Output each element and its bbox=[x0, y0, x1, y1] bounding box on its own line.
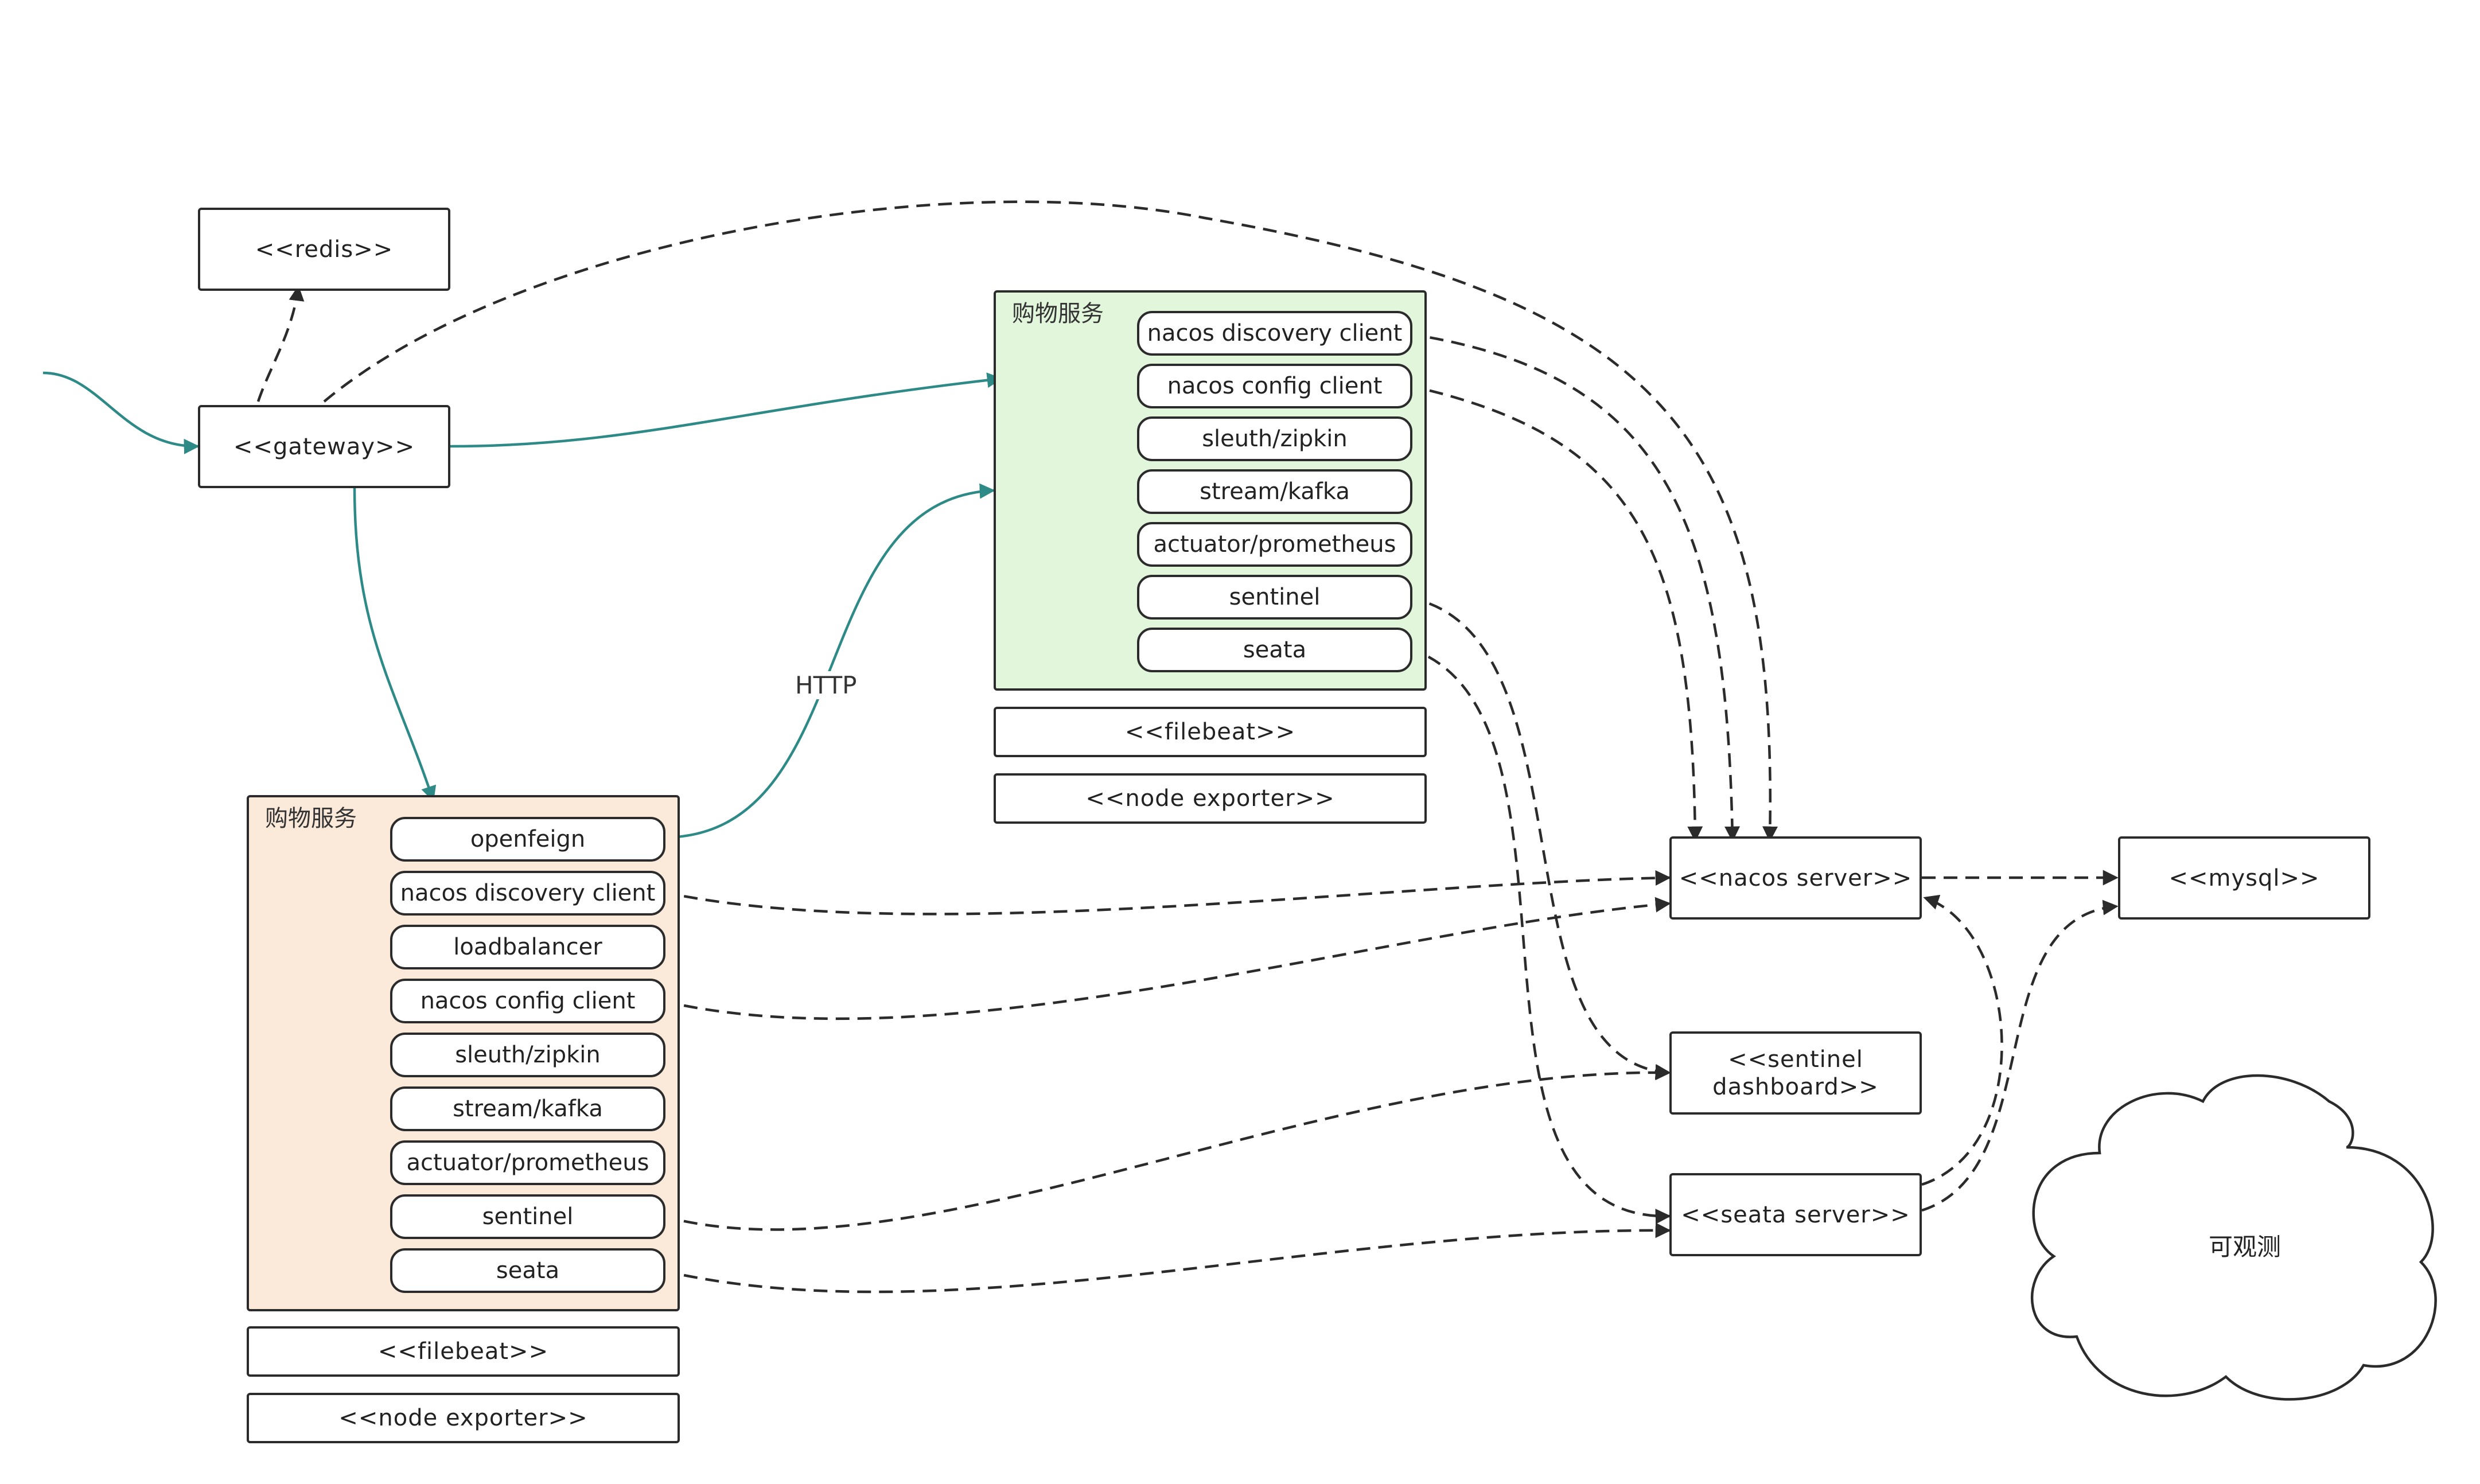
top-component-0[interactable]: nacos discovery client bbox=[1137, 311, 1412, 356]
edge-ingress-to-gateway bbox=[42, 371, 200, 454]
edge-gateway-to-bottom-service bbox=[353, 487, 437, 802]
top-component-3[interactable]: stream/kafka bbox=[1137, 469, 1412, 514]
edge-top-discovery-to-nacos bbox=[1408, 332, 1741, 842]
mysql-label: <<mysql>> bbox=[2168, 864, 2320, 891]
bottom-component-6[interactable]: actuator/prometheus bbox=[390, 1140, 665, 1185]
bottom-shopping-service[interactable]: 购物服务 openfeign nacos discovery client lo… bbox=[247, 795, 680, 1311]
bottom-component-5[interactable]: stream/kafka bbox=[390, 1086, 665, 1131]
top-filebeat-node[interactable]: <<filebeat>> bbox=[994, 707, 1427, 757]
mysql-node[interactable]: <<mysql>> bbox=[2118, 836, 2370, 920]
nacos-server-label: <<nacos server>> bbox=[1679, 864, 1913, 891]
observability-cloud-label: 可观测 bbox=[2209, 1233, 2282, 1261]
top-service-title: 购物服务 bbox=[1012, 301, 1104, 327]
bottom-component-7[interactable]: sentinel bbox=[390, 1194, 665, 1239]
bottom-service-title: 购物服务 bbox=[265, 805, 357, 832]
edge-top-config-to-nacos bbox=[1408, 384, 1703, 842]
top-component-5[interactable]: sentinel bbox=[1137, 575, 1412, 620]
bottom-component-8[interactable]: seata bbox=[390, 1248, 665, 1293]
edge-seata-server-to-mysql bbox=[1921, 899, 2119, 1212]
seata-server-label: <<seata server>> bbox=[1681, 1201, 1910, 1228]
bottom-filebeat-label: <<filebeat>> bbox=[377, 1338, 549, 1365]
edge-openfeign-http-to-top-service bbox=[662, 483, 995, 839]
gateway-node[interactable]: <<gateway>> bbox=[198, 405, 450, 488]
bottom-component-3[interactable]: nacos config client bbox=[390, 979, 665, 1023]
bottom-component-4[interactable]: sleuth/zipkin bbox=[390, 1033, 665, 1077]
edge-bottom-sentinel-to-dashboard bbox=[662, 1065, 1671, 1231]
edge-gateway-to-redis bbox=[256, 285, 305, 402]
edge-bottom-seata-to-seata-server bbox=[662, 1222, 1671, 1294]
top-node-exporter-node[interactable]: <<node exporter>> bbox=[994, 773, 1427, 824]
bottom-component-0[interactable]: openfeign bbox=[390, 817, 665, 862]
gateway-label: <<gateway>> bbox=[233, 433, 415, 460]
seata-server-node[interactable]: <<seata server>> bbox=[1669, 1173, 1922, 1256]
edge-top-sentinel-to-dashboard bbox=[1408, 596, 1671, 1080]
top-component-2[interactable]: sleuth/zipkin bbox=[1137, 416, 1412, 461]
edge-top-seata-to-seata-server bbox=[1408, 646, 1671, 1225]
bottom-node-exporter-node[interactable]: <<node exporter>> bbox=[247, 1393, 680, 1443]
top-component-4[interactable]: actuator/prometheus bbox=[1137, 522, 1412, 567]
redis-node[interactable]: <<redis>> bbox=[198, 208, 450, 291]
top-component-6[interactable]: seata bbox=[1137, 628, 1412, 672]
bottom-node-exporter-label: <<node exporter>> bbox=[338, 1405, 588, 1431]
sentinel-dashboard-node[interactable]: <<sentinel dashboard>> bbox=[1669, 1031, 1922, 1115]
http-edge-label: HTTP bbox=[793, 671, 859, 699]
bottom-component-2[interactable]: loadbalancer bbox=[390, 925, 665, 969]
edge-bottom-discovery-to-nacos bbox=[662, 870, 1671, 916]
nacos-server-node[interactable]: <<nacos server>> bbox=[1669, 836, 1922, 920]
sentinel-dashboard-label-line2: dashboard>> bbox=[1712, 1073, 1879, 1100]
top-shopping-service[interactable]: 购物服务 nacos discovery client nacos config… bbox=[994, 290, 1427, 691]
edge-gateway-to-top-service bbox=[450, 372, 1003, 448]
redis-label: <<redis>> bbox=[255, 236, 394, 263]
bottom-filebeat-node[interactable]: <<filebeat>> bbox=[247, 1326, 680, 1377]
top-node-exporter-label: <<node exporter>> bbox=[1085, 785, 1335, 812]
edge-seata-server-to-nacos bbox=[1921, 894, 2003, 1186]
edge-gateway-to-nacos-server bbox=[323, 200, 1778, 842]
sentinel-dashboard-label-line1: <<sentinel bbox=[1728, 1046, 1863, 1073]
bottom-component-1[interactable]: nacos discovery client bbox=[390, 871, 665, 916]
observability-cloud-shape bbox=[2030, 1074, 2437, 1401]
top-filebeat-label: <<filebeat>> bbox=[1124, 719, 1296, 745]
top-component-1[interactable]: nacos config client bbox=[1137, 364, 1412, 408]
edge-bottom-config-to-nacos bbox=[662, 897, 1671, 1021]
